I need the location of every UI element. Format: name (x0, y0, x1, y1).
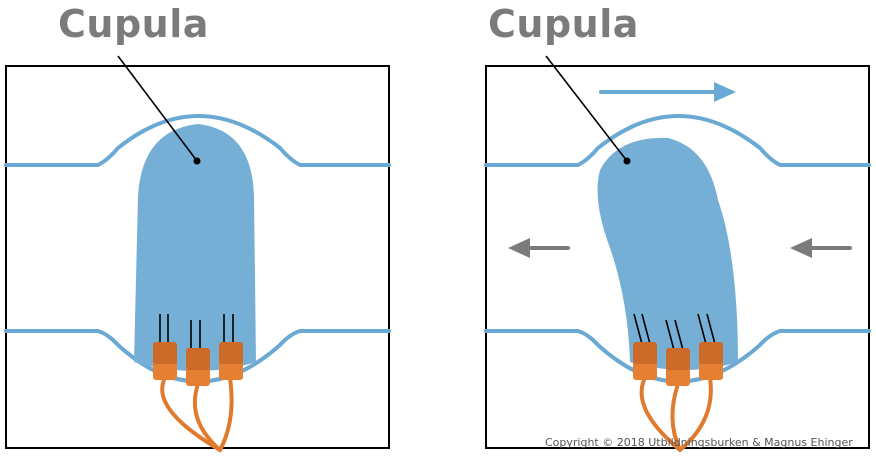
right-hair-bundles (633, 313, 716, 351)
cupula-motion-arrow-icon (599, 82, 736, 102)
left-nerve-fibres (160, 376, 234, 452)
right-nerve-fibres (639, 376, 713, 452)
left-label-dot (193, 157, 201, 165)
right-canal-upper-wall (484, 114, 871, 167)
left-canal-upper-wall (4, 114, 391, 167)
right-label-dot (623, 157, 631, 165)
left-hair-cells (153, 342, 243, 386)
right-label-pointer (545, 55, 628, 162)
left-panel (4, 55, 391, 452)
left-frame (5, 65, 390, 449)
left-label-pointer (117, 55, 198, 162)
copyright-notice: Copyright © 2018 Utbildningsburken & Mag… (545, 436, 853, 449)
right-hair-cells (633, 342, 723, 386)
flow-right-arrow-icon (790, 238, 852, 258)
flow-left-arrow-icon (508, 238, 570, 258)
left-cupula-label: Cupula (58, 2, 209, 46)
right-cupula (597, 137, 738, 370)
right-panel (484, 55, 871, 452)
left-cupula (134, 124, 256, 371)
left-hair-bundles (159, 314, 234, 350)
right-cupula-label: Cupula (488, 2, 639, 46)
